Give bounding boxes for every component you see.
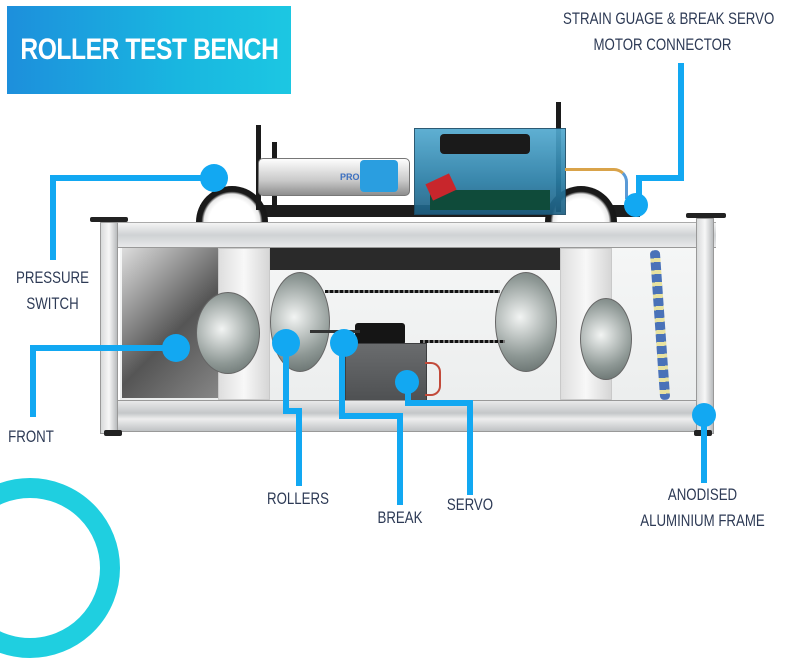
callout-line-rollers-v2 xyxy=(296,408,302,486)
drive-belt-top xyxy=(325,290,500,293)
callout-line-strain-v xyxy=(636,175,642,203)
roller-rear-outer xyxy=(580,298,632,380)
label-rollers-text: ROLLERS xyxy=(267,489,329,508)
callout-line-servo-h xyxy=(405,400,473,406)
upper-deck xyxy=(270,248,560,270)
frame-top-rail xyxy=(104,222,716,248)
callout-line-strain xyxy=(678,63,684,178)
callout-line-break-v2 xyxy=(397,413,403,505)
frame-post-left xyxy=(100,222,118,434)
label-strain-line1: STRAIN GUAGE & BREAK SERVO xyxy=(563,9,775,28)
decorative-arc xyxy=(0,478,120,658)
callout-line-front-v xyxy=(30,345,36,417)
label-front-text: FRONT xyxy=(8,427,54,446)
label-frame-line1: ANODISED xyxy=(667,485,738,504)
motor-controller xyxy=(440,134,530,154)
label-aluminium-frame: ANODISED ALUMINIUM FRAME xyxy=(638,482,767,534)
callout-line-rollers-h xyxy=(283,408,301,414)
brake-mechanism xyxy=(355,323,405,345)
callout-line-front-h xyxy=(30,345,180,351)
callout-line-strain-h xyxy=(636,175,684,181)
callout-dot-strain xyxy=(624,193,648,217)
frame-cap-right xyxy=(686,213,726,218)
sensor-wires xyxy=(565,168,628,199)
label-strain-gauge: STRAIN GUAGE & BREAK SERVO MOTOR CONNECT… xyxy=(563,6,775,58)
frame-post-right xyxy=(696,218,714,434)
label-frame-line2: ALUMINIUM FRAME xyxy=(640,511,765,530)
callout-line-pressure-h xyxy=(50,175,215,181)
servo-wire xyxy=(425,362,441,396)
callout-line-rollers-v1 xyxy=(283,343,289,413)
roller-rear xyxy=(495,272,557,372)
page-title: ROLLER TEST BENCH xyxy=(19,33,279,66)
callout-line-frame-v xyxy=(701,415,707,483)
callout-dot-pressure xyxy=(200,164,228,192)
drive-belt-bottom xyxy=(420,340,505,343)
label-pressure-line2: SWITCH xyxy=(26,294,79,313)
frame-cap-left xyxy=(90,217,128,222)
frame-foot-left xyxy=(104,430,122,436)
callout-dot-front xyxy=(162,334,190,362)
callout-line-break-v1 xyxy=(339,343,345,418)
label-strain-line2: MOTOR CONNECTOR xyxy=(593,35,732,54)
label-servo-text: SERVO xyxy=(446,495,494,514)
label-front: FRONT xyxy=(7,424,55,450)
battery-label xyxy=(360,160,398,192)
callout-line-break-h xyxy=(339,413,403,419)
label-pressure-switch: PRESSURE SWITCH xyxy=(12,265,94,317)
label-servo: SERVO xyxy=(439,492,501,518)
callout-line-servo-v1 xyxy=(405,385,411,404)
callout-line-pressure-v xyxy=(50,175,56,260)
label-rollers: ROLLERS xyxy=(267,486,329,512)
roller-front xyxy=(270,272,330,372)
circuit-board xyxy=(430,190,550,210)
title-banner: ROLLER TEST BENCH xyxy=(7,6,291,94)
battery-brand: PRO xyxy=(340,172,360,182)
callout-line-servo-v2 xyxy=(467,400,473,495)
label-break-text: BREAK xyxy=(377,508,423,527)
label-pressure-line1: PRESSURE xyxy=(16,268,89,287)
label-break: BREAK xyxy=(369,505,431,531)
roller-front-outer xyxy=(196,292,260,374)
